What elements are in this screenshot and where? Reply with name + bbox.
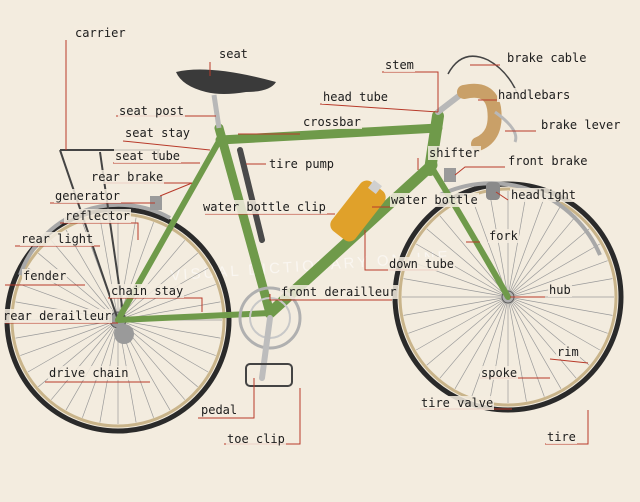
label-head-tube: head tube [322, 90, 389, 104]
label-rear-derailleur: rear derailleur [2, 309, 112, 323]
label-stem: stem [384, 58, 415, 72]
seat-post [214, 95, 219, 128]
label-rim: rim [556, 345, 580, 359]
label-tire-valve: tire valve [420, 396, 494, 410]
label-seat-stay: seat stay [124, 126, 191, 140]
label-hub: hub [548, 283, 572, 297]
label-rear-light: rear light [20, 232, 94, 246]
saddle [176, 70, 276, 94]
label-down-tube: down tube [388, 257, 455, 271]
label-seat-post: seat post [118, 104, 185, 118]
label-fender: fender [22, 269, 67, 283]
label-seat: seat [218, 47, 249, 61]
label-water-bottle: water bottle [390, 193, 479, 207]
label-brake-lever: brake lever [540, 118, 621, 132]
label-reflector: reflector [64, 209, 131, 223]
label-crossbar: crossbar [302, 115, 362, 129]
label-handlebars: handlebars [497, 88, 571, 102]
headlight-shape [486, 182, 500, 200]
label-generator: generator [54, 189, 121, 203]
label-drive-chain: drive chain [48, 366, 129, 380]
label-chain-stay: chain stay [110, 284, 184, 298]
label-pedal: pedal [200, 403, 238, 417]
label-headlight: headlight [510, 188, 577, 202]
label-carrier: carrier [74, 26, 127, 40]
label-seat-tube: seat tube [114, 149, 181, 163]
label-tire-pump: tire pump [268, 157, 335, 171]
label-spoke: spoke [480, 366, 518, 380]
front-brake-shape [444, 168, 456, 182]
label-front-derailleur: front derailleur [280, 285, 398, 299]
label-brake-cable: brake cable [506, 51, 587, 65]
label-tire: tire [546, 430, 577, 444]
rear-derailleur-shape [114, 324, 134, 344]
label-front-brake: front brake [507, 154, 588, 168]
label-fork: fork [488, 229, 519, 243]
label-toe-clip: toe clip [226, 432, 286, 446]
label-rear-brake: rear brake [90, 170, 164, 184]
label-water-bottle-clip: water bottle clip [202, 200, 327, 214]
label-shifter: shifter [428, 146, 481, 160]
